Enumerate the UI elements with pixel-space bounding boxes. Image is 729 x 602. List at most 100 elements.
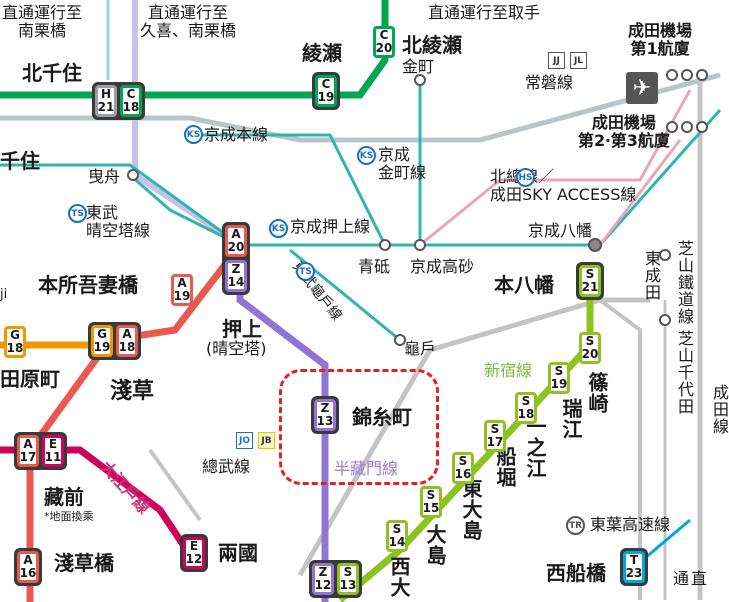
label-higashi-ojima: 東大島: [459, 478, 483, 541]
label-shibayama-line: 芝山鐵道線: [675, 240, 694, 325]
label-choku: 直通: [670, 570, 707, 587]
label-tawaramachi: 田原町: [0, 367, 60, 391]
label-toyo-kosoku: 東葉高速線: [590, 515, 671, 534]
label-kameido: 龜戶: [404, 339, 437, 358]
label-joban: 常磐線: [525, 73, 574, 92]
label-edge-ji: ji: [0, 287, 8, 302]
label-sobu: 總武線: [202, 457, 251, 476]
label-narita-line: 成田線: [710, 384, 729, 435]
label-oshiage: 押上: [222, 317, 262, 341]
label-honjo-azumabashi: 本所吾妻橋: [38, 273, 138, 297]
label-kanamachi: 金町: [402, 57, 435, 76]
label-narita-t23: 成田機場 第2‧第3航廈: [578, 113, 670, 150]
label-kita-senju: 北千住: [22, 61, 82, 85]
label-higashi-narita: 東成田: [642, 250, 661, 301]
highlight-box: [279, 369, 439, 485]
label-keisei-takasago: 京成高砂: [410, 257, 475, 276]
label-narita-t1: 成田機場 第1航廈: [628, 21, 693, 58]
label-keisei-oshiage: 京成押上線: [290, 217, 371, 236]
label-shibayama-chiyoda: 芝山千代田: [675, 330, 694, 415]
label-transfer-note: *地面換乘: [44, 510, 94, 523]
keisei-badge: KS: [357, 146, 376, 165]
label-mizue: 瑞江: [559, 398, 583, 440]
label-ojima: 大島: [423, 524, 447, 566]
label-to-minami-kurihashi: 直通運行至 南栗橋: [2, 3, 83, 40]
label-ayase: 綾瀬: [302, 41, 342, 65]
label-aoto: 青砥: [358, 257, 391, 276]
label-keisei-yawata: 京成八幡: [528, 221, 593, 240]
label-moto-yawata: 本八幡: [494, 273, 554, 297]
jl-badge: JL: [570, 52, 587, 69]
label-keisei-kanamachi: 京成 金町線: [378, 145, 427, 182]
jo-badge: JO: [236, 432, 253, 449]
label-hikifune: 曳舟: [88, 167, 121, 186]
label-kuramae: 藏前: [44, 485, 84, 509]
label-oshiage-sub: (晴空塔): [206, 339, 267, 358]
label-asakusa: 淺草: [110, 379, 155, 404]
label-keisei-main: 京成本線: [204, 125, 269, 144]
label-tobu-skytree: 東武 晴空塔線: [86, 203, 151, 240]
jj-badge: JJ: [548, 52, 565, 69]
label-to-toride: 直通運行至取手: [428, 3, 541, 22]
label-to-kuki: 直通運行至 久喜、南栗橋: [140, 3, 237, 40]
tobu-badge: TS: [68, 204, 87, 223]
keisei-badge: KS: [184, 125, 203, 144]
label-nishi-funabashi: 西船橋: [546, 561, 606, 585]
label-nishi-ojima: 西大: [387, 556, 411, 598]
label-shinjuku-line: 新宿線: [484, 361, 533, 380]
airplane-icon: ✈: [626, 72, 658, 104]
label-shinozaki: 篠崎: [585, 372, 609, 414]
hokuso-badge: HS: [516, 168, 535, 187]
label-funabori: 船堀: [493, 446, 517, 488]
tobu-badge: TS: [296, 262, 315, 281]
label-senju: 千住: [0, 149, 40, 173]
label-hanzomon: 半藏門線: [334, 459, 399, 478]
label-asakusabashi: 淺草橋: [54, 551, 114, 575]
toyo-badge: TR: [566, 516, 585, 535]
label-ichinoe: 一之江: [523, 416, 547, 479]
label-ryogoku: 兩國: [218, 541, 258, 565]
label-hokuso: 北總線／ 成田SKY ACCESS線: [490, 168, 637, 204]
keisei-badge: KS: [269, 219, 288, 238]
label-kinshicho: 錦糸町: [352, 405, 412, 429]
label-kita-ayase: 北綾瀬: [402, 33, 462, 57]
jb-badge: JB: [258, 432, 275, 449]
